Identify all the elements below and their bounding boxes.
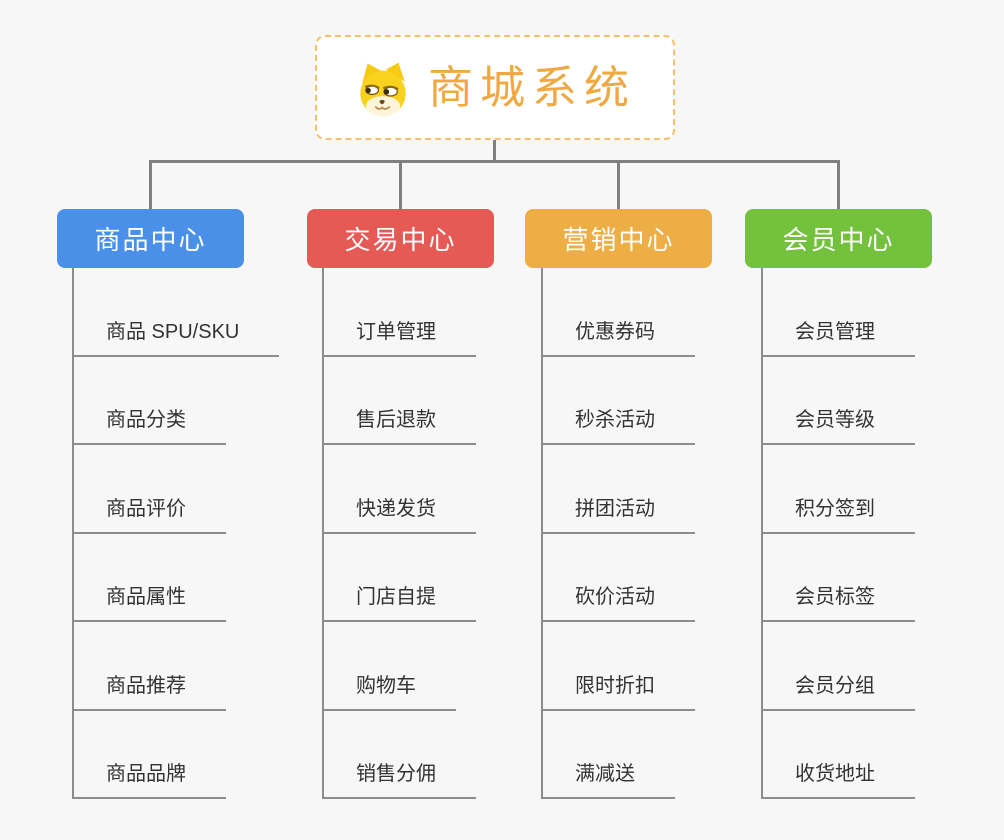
topic-row: 商品评价 (74, 445, 279, 534)
topic-row: 商品品牌 (74, 711, 279, 799)
topic-column-marketing: 优惠券码 秒杀活动 拼团活动 砍价活动 限时折扣 满减送 (541, 268, 695, 799)
topic-item[interactable]: 订单管理 (324, 319, 476, 357)
topic-item[interactable]: 商品属性 (74, 584, 226, 622)
topic-item[interactable]: 收货地址 (763, 761, 915, 799)
branch-node-trade[interactable]: 交易中心 (307, 209, 494, 268)
topic-row: 秒杀活动 (543, 357, 695, 445)
topic-row: 收货地址 (763, 711, 915, 799)
topic-column-trade: 订单管理 售后退款 快递发货 门店自提 购物车 销售分佣 (322, 268, 476, 799)
topic-row: 拼团活动 (543, 445, 695, 534)
topic-item[interactable]: 会员标签 (763, 584, 915, 622)
root-node[interactable]: 商城系统 (315, 35, 675, 140)
topic-row: 会员等级 (763, 357, 915, 445)
topic-row: 订单管理 (324, 268, 476, 357)
topic-item[interactable]: 优惠券码 (543, 319, 695, 357)
topic-row: 会员标签 (763, 534, 915, 622)
topic-item[interactable]: 会员管理 (763, 319, 915, 357)
connector-drop-product (149, 161, 152, 209)
connector-drop-trade (399, 161, 402, 209)
topic-row: 限时折扣 (543, 622, 695, 711)
topic-item[interactable]: 商品品牌 (74, 761, 226, 799)
topic-item[interactable]: 限时折扣 (543, 673, 695, 711)
topic-row: 售后退款 (324, 357, 476, 445)
topic-item[interactable]: 购物车 (324, 673, 456, 711)
topic-item[interactable]: 积分签到 (763, 496, 915, 534)
topic-item[interactable]: 销售分佣 (324, 761, 476, 799)
topic-item[interactable]: 商品分类 (74, 407, 226, 445)
connector-drop-member (837, 161, 840, 209)
topic-item[interactable]: 商品 SPU/SKU (74, 319, 280, 357)
topic-column-product: 商品 SPU/SKU 商品分类 商品评价 商品属性 商品推荐 商品品牌 (72, 268, 280, 799)
topic-item[interactable]: 砍价活动 (543, 584, 695, 622)
topic-row: 销售分佣 (324, 711, 476, 799)
connector-horizontal-bar (149, 160, 840, 163)
connector-root-stem (493, 140, 496, 162)
topic-item[interactable]: 快递发货 (324, 496, 476, 534)
doge-icon (360, 62, 406, 116)
branch-node-member[interactable]: 会员中心 (745, 209, 932, 268)
topic-item[interactable]: 满减送 (543, 761, 675, 799)
topic-row: 会员管理 (763, 268, 915, 357)
topic-row: 商品推荐 (74, 622, 279, 711)
topic-row: 快递发货 (324, 445, 476, 534)
topic-row: 商品分类 (74, 357, 279, 445)
topic-row: 会员分组 (763, 622, 915, 711)
topic-column-member: 会员管理 会员等级 积分签到 会员标签 会员分组 收货地址 (761, 268, 915, 799)
topic-item[interactable]: 会员分组 (763, 673, 915, 711)
topic-item[interactable]: 商品推荐 (74, 673, 226, 711)
connector-drop-marketing (617, 161, 620, 209)
topic-item[interactable]: 售后退款 (324, 407, 476, 445)
topic-item[interactable]: 拼团活动 (543, 496, 695, 534)
topic-row: 满减送 (543, 711, 695, 799)
topic-row: 积分签到 (763, 445, 915, 534)
topic-row: 砍价活动 (543, 534, 695, 622)
branch-node-product[interactable]: 商品中心 (57, 209, 244, 268)
topic-row: 优惠券码 (543, 268, 695, 357)
topic-row: 商品属性 (74, 534, 279, 622)
topic-row: 门店自提 (324, 534, 476, 622)
topic-item[interactable]: 门店自提 (324, 584, 476, 622)
topic-item[interactable]: 会员等级 (763, 407, 915, 445)
topic-row: 商品 SPU/SKU (74, 268, 280, 357)
root-title: 商城系统 (427, 62, 636, 113)
topic-item[interactable]: 商品评价 (74, 496, 226, 534)
topic-row: 购物车 (324, 622, 476, 711)
topic-item[interactable]: 秒杀活动 (543, 407, 695, 445)
branch-node-marketing[interactable]: 营销中心 (525, 209, 712, 268)
